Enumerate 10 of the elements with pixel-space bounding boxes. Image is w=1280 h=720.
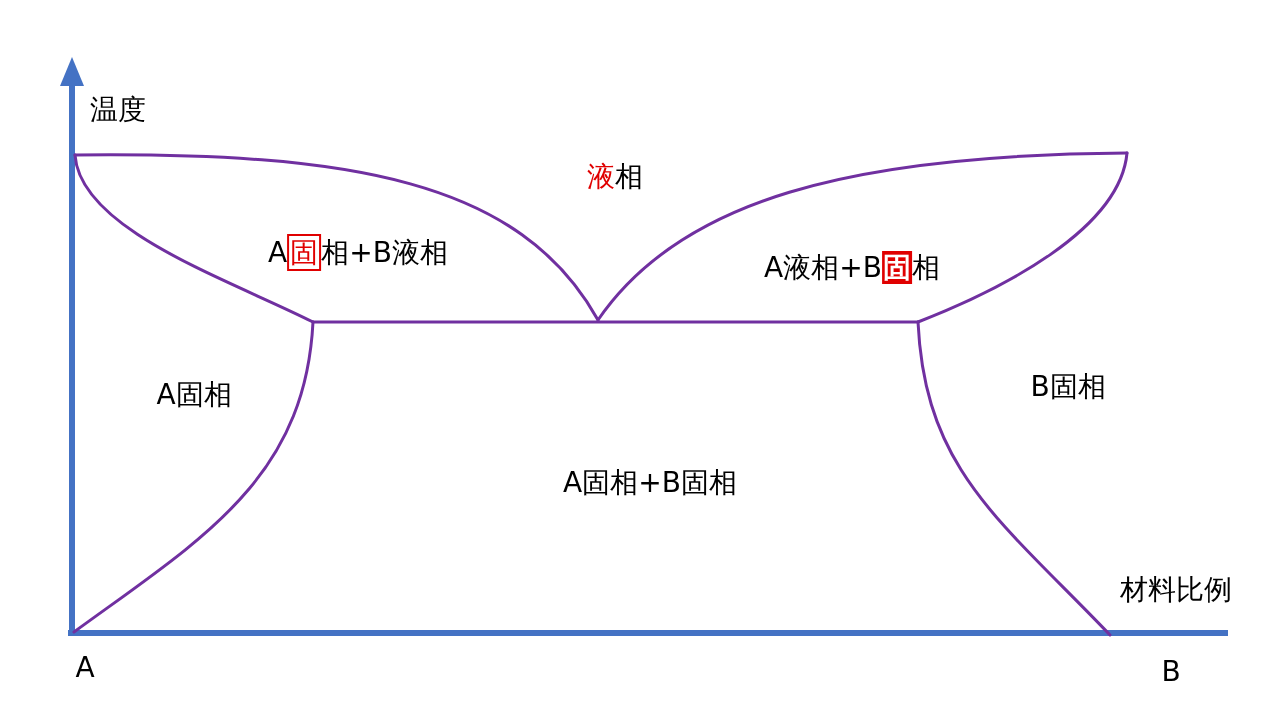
region-label: B固相 — [1030, 370, 1106, 404]
region-label: A固相 — [156, 378, 232, 412]
axis-end-label: B — [1161, 655, 1181, 689]
axis-title: 温度 — [90, 93, 146, 127]
region-label: 液相 — [587, 160, 643, 194]
region-label: A固相+B液相 — [268, 236, 448, 270]
region-label: A固相+B固相 — [563, 466, 737, 500]
axis-end-label: A — [75, 651, 95, 685]
axis-title: 材料比例 — [1120, 573, 1232, 607]
region-label: A液相+B固相 — [764, 251, 940, 285]
